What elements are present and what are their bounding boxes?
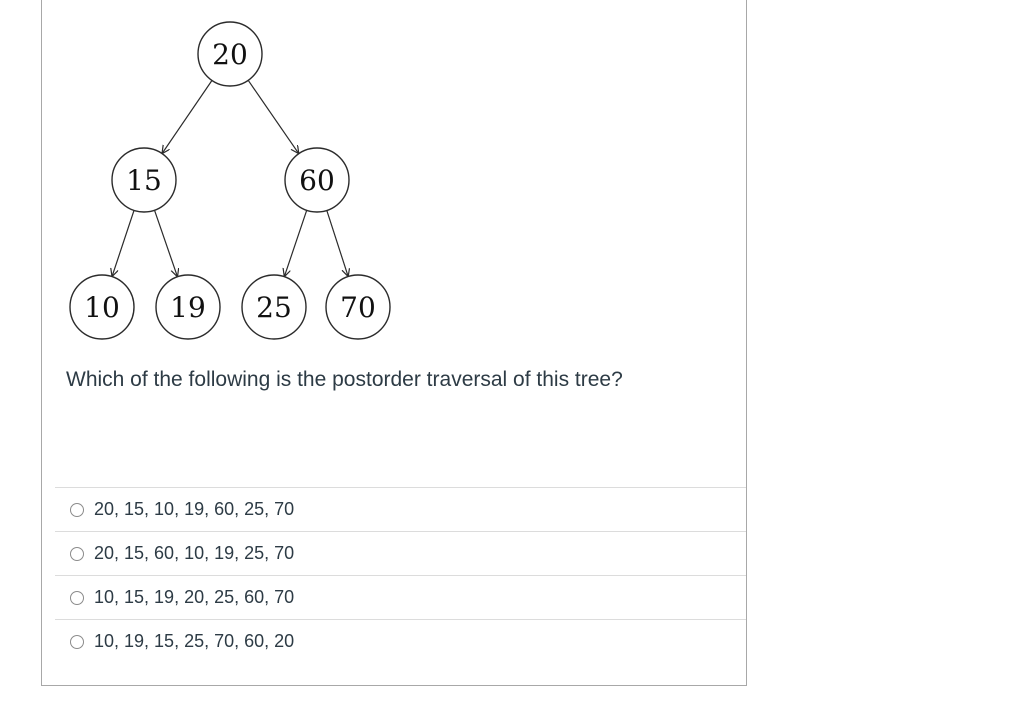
question-text: Which of the following is the postorder … — [66, 368, 623, 391]
radio-button[interactable] — [70, 502, 84, 517]
tree-node-label: 20 — [212, 38, 248, 71]
answer-option-2[interactable]: 20, 15, 60, 10, 19, 25, 70 — [55, 531, 746, 575]
tree-edge-60-25 — [284, 210, 308, 276]
tree-edge-60-70 — [326, 210, 348, 276]
answer-option-3[interactable]: 10, 15, 19, 20, 25, 60, 70 — [55, 575, 746, 619]
option-label: 10, 19, 15, 25, 70, 60, 20 — [94, 631, 295, 651]
answer-option-1[interactable]: 20, 15, 10, 19, 60, 25, 70 — [55, 487, 746, 531]
option-label: 20, 15, 60, 10, 19, 25, 70 — [94, 543, 295, 563]
tree-node-20: 20 — [197, 21, 263, 87]
tree-node-label: 19 — [170, 291, 206, 324]
binary-tree-diagram: 20 15 60 10 19 25 — [69, 21, 391, 340]
radio-button[interactable] — [70, 634, 84, 649]
tree-node-label: 70 — [340, 291, 376, 324]
answer-options: 20, 15, 10, 19, 60, 25, 70 20, 15, 60, 1… — [55, 487, 746, 663]
option-label: 10, 15, 19, 20, 25, 60, 70 — [94, 587, 295, 607]
tree-nodes: 20 15 60 10 19 25 — [69, 21, 391, 340]
tree-node-10: 10 — [69, 274, 135, 340]
answer-option-4[interactable]: 10, 19, 15, 25, 70, 60, 20 — [55, 619, 746, 663]
tree-node-label: 25 — [256, 291, 292, 324]
question-panel: 20 15 60 10 19 25 — [41, 0, 747, 686]
tree-edge-15-19 — [153, 210, 178, 277]
tree-node-label: 15 — [126, 164, 162, 197]
tree-edge-20-15 — [162, 80, 213, 153]
tree-edges — [112, 79, 348, 277]
tree-node-15: 15 — [111, 147, 177, 213]
tree-node-25: 25 — [241, 274, 307, 340]
radio-button[interactable] — [70, 546, 84, 561]
tree-node-label: 60 — [299, 164, 335, 197]
tree-node-70: 70 — [325, 274, 391, 340]
radio-button[interactable] — [70, 590, 84, 605]
tree-node-19: 19 — [155, 274, 221, 340]
tree-node-60: 60 — [284, 147, 350, 213]
tree-edge-20-60 — [247, 79, 299, 153]
tree-edge-15-10 — [112, 210, 135, 276]
tree-node-label: 10 — [84, 291, 120, 324]
option-label: 20, 15, 10, 19, 60, 25, 70 — [94, 499, 295, 519]
